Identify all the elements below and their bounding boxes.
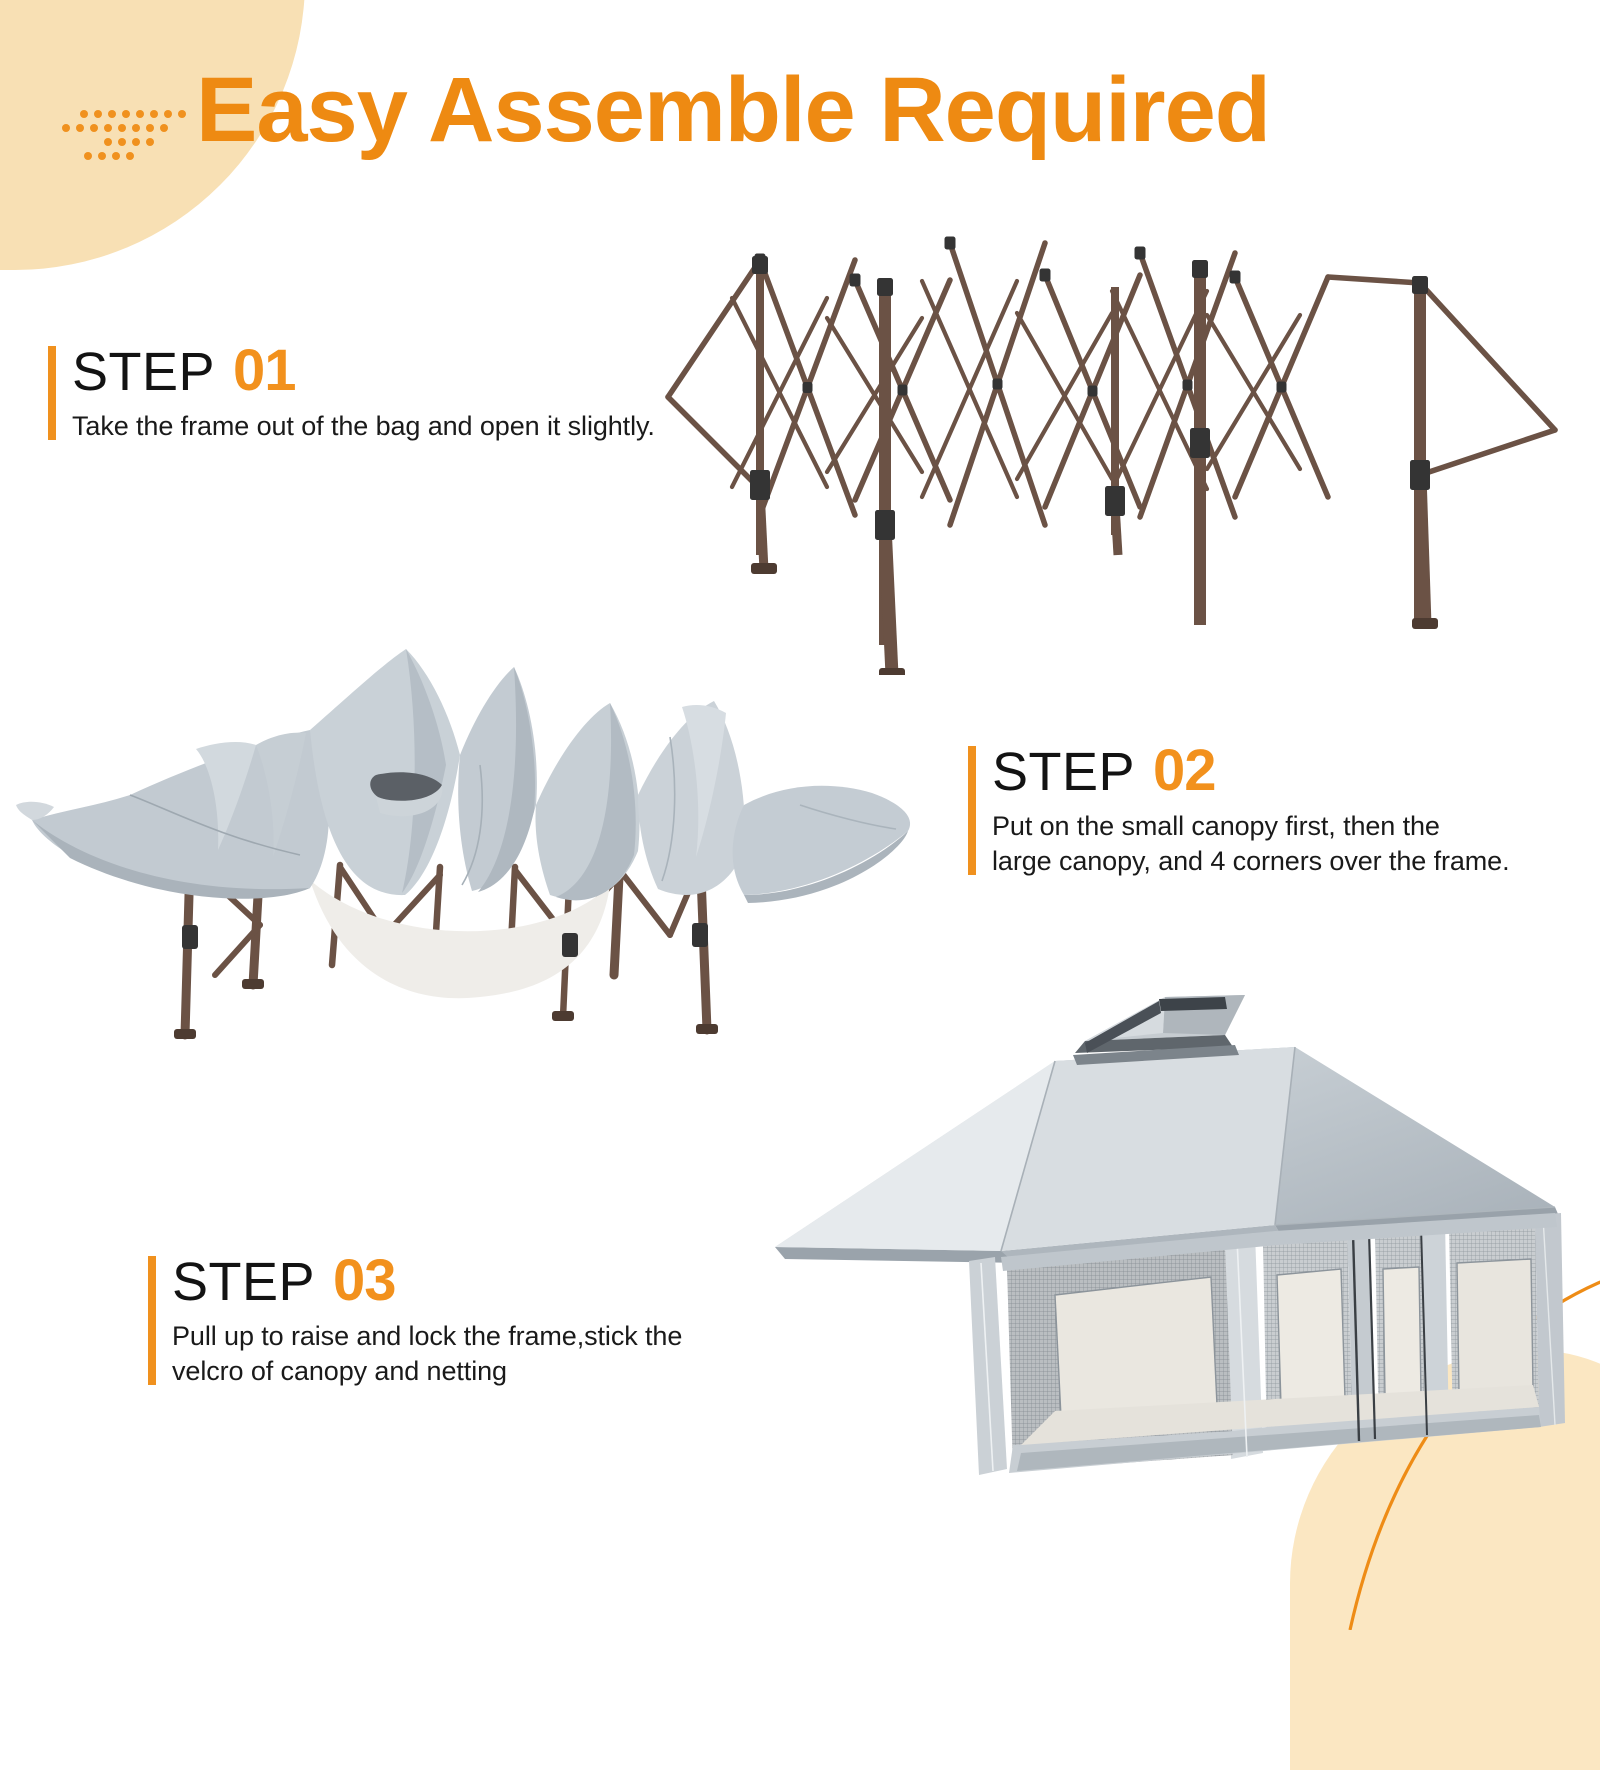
step-label-01: STEP: [72, 342, 216, 402]
image-canopy-fabric-draped: [10, 645, 930, 1040]
step-description-03: Pull up to raise and lock the frame,stic…: [172, 1320, 683, 1386]
step-number-02: 02: [1153, 738, 1217, 803]
step-heading-03: STEP 03: [172, 1248, 682, 1313]
step-number-03: 03: [333, 1248, 397, 1313]
dot-pattern-icon: [62, 92, 192, 164]
step-block-01: STEP 01 Take the frame out of the bag and…: [48, 338, 655, 444]
step-description-02: Put on the small canopy first, then the …: [992, 810, 1510, 876]
image-canopy-frame-unfolded: [660, 225, 1600, 675]
step-label-02: STEP: [992, 742, 1136, 802]
step-heading-02: STEP 02: [992, 738, 1509, 803]
step-block-03: STEP 03 Pull up to raise and lock the fra…: [148, 1248, 683, 1389]
step-heading-01: STEP 01: [72, 338, 655, 403]
step-number-01: 01: [233, 338, 297, 403]
step-description-01: Take the frame out of the bag and open i…: [72, 410, 655, 441]
page-title: Easy Assemble Required: [196, 59, 1271, 161]
image-assembled-gazebo: [755, 975, 1575, 1520]
step-label-03: STEP: [172, 1252, 316, 1312]
step-block-02: STEP 02 Put on the small canopy first, th…: [968, 738, 1510, 879]
